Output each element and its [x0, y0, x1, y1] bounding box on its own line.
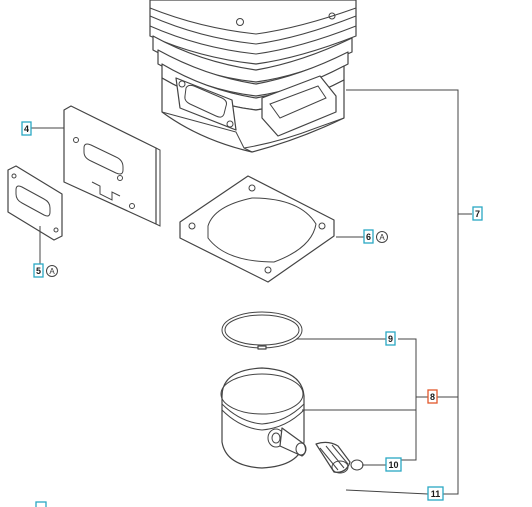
circlip-part[interactable]	[350, 459, 364, 471]
svg-text:8: 8	[430, 392, 435, 402]
svg-text:6: 6	[366, 232, 371, 242]
svg-text:9: 9	[388, 334, 393, 344]
svg-text:11: 11	[431, 489, 441, 499]
cylinder-base-gasket-part[interactable]	[179, 175, 335, 283]
reference-a-6: A	[376, 231, 388, 243]
callout-10[interactable]: 10	[385, 457, 402, 472]
piston-ring-part[interactable]	[221, 311, 303, 350]
reference-a-5: A	[46, 265, 58, 277]
svg-text:A: A	[379, 233, 385, 242]
svg-text:4: 4	[24, 124, 29, 134]
svg-text:A: A	[49, 267, 55, 276]
callout-8[interactable]: 8	[427, 389, 438, 404]
partial-callout-box	[35, 501, 47, 507]
svg-text:10: 10	[388, 460, 398, 470]
exhaust-gasket-part[interactable]	[7, 165, 63, 241]
callout-6[interactable]: 6	[363, 229, 374, 244]
heat-shield-plate-part[interactable]	[63, 105, 161, 227]
svg-text:5: 5	[36, 266, 41, 276]
callout-5[interactable]: 5	[33, 263, 44, 278]
piston-part[interactable]	[220, 367, 307, 469]
callout-9[interactable]: 9	[385, 331, 396, 346]
svg-text:7: 7	[475, 209, 480, 219]
leader-lines	[30, 89, 472, 495]
callout-11[interactable]: 11	[427, 486, 444, 501]
callout-7[interactable]: 7	[472, 206, 483, 221]
cylinder-part[interactable]	[149, 0, 357, 153]
callout-4[interactable]: 4	[21, 121, 32, 136]
needle-bearing-part[interactable]	[315, 441, 351, 474]
